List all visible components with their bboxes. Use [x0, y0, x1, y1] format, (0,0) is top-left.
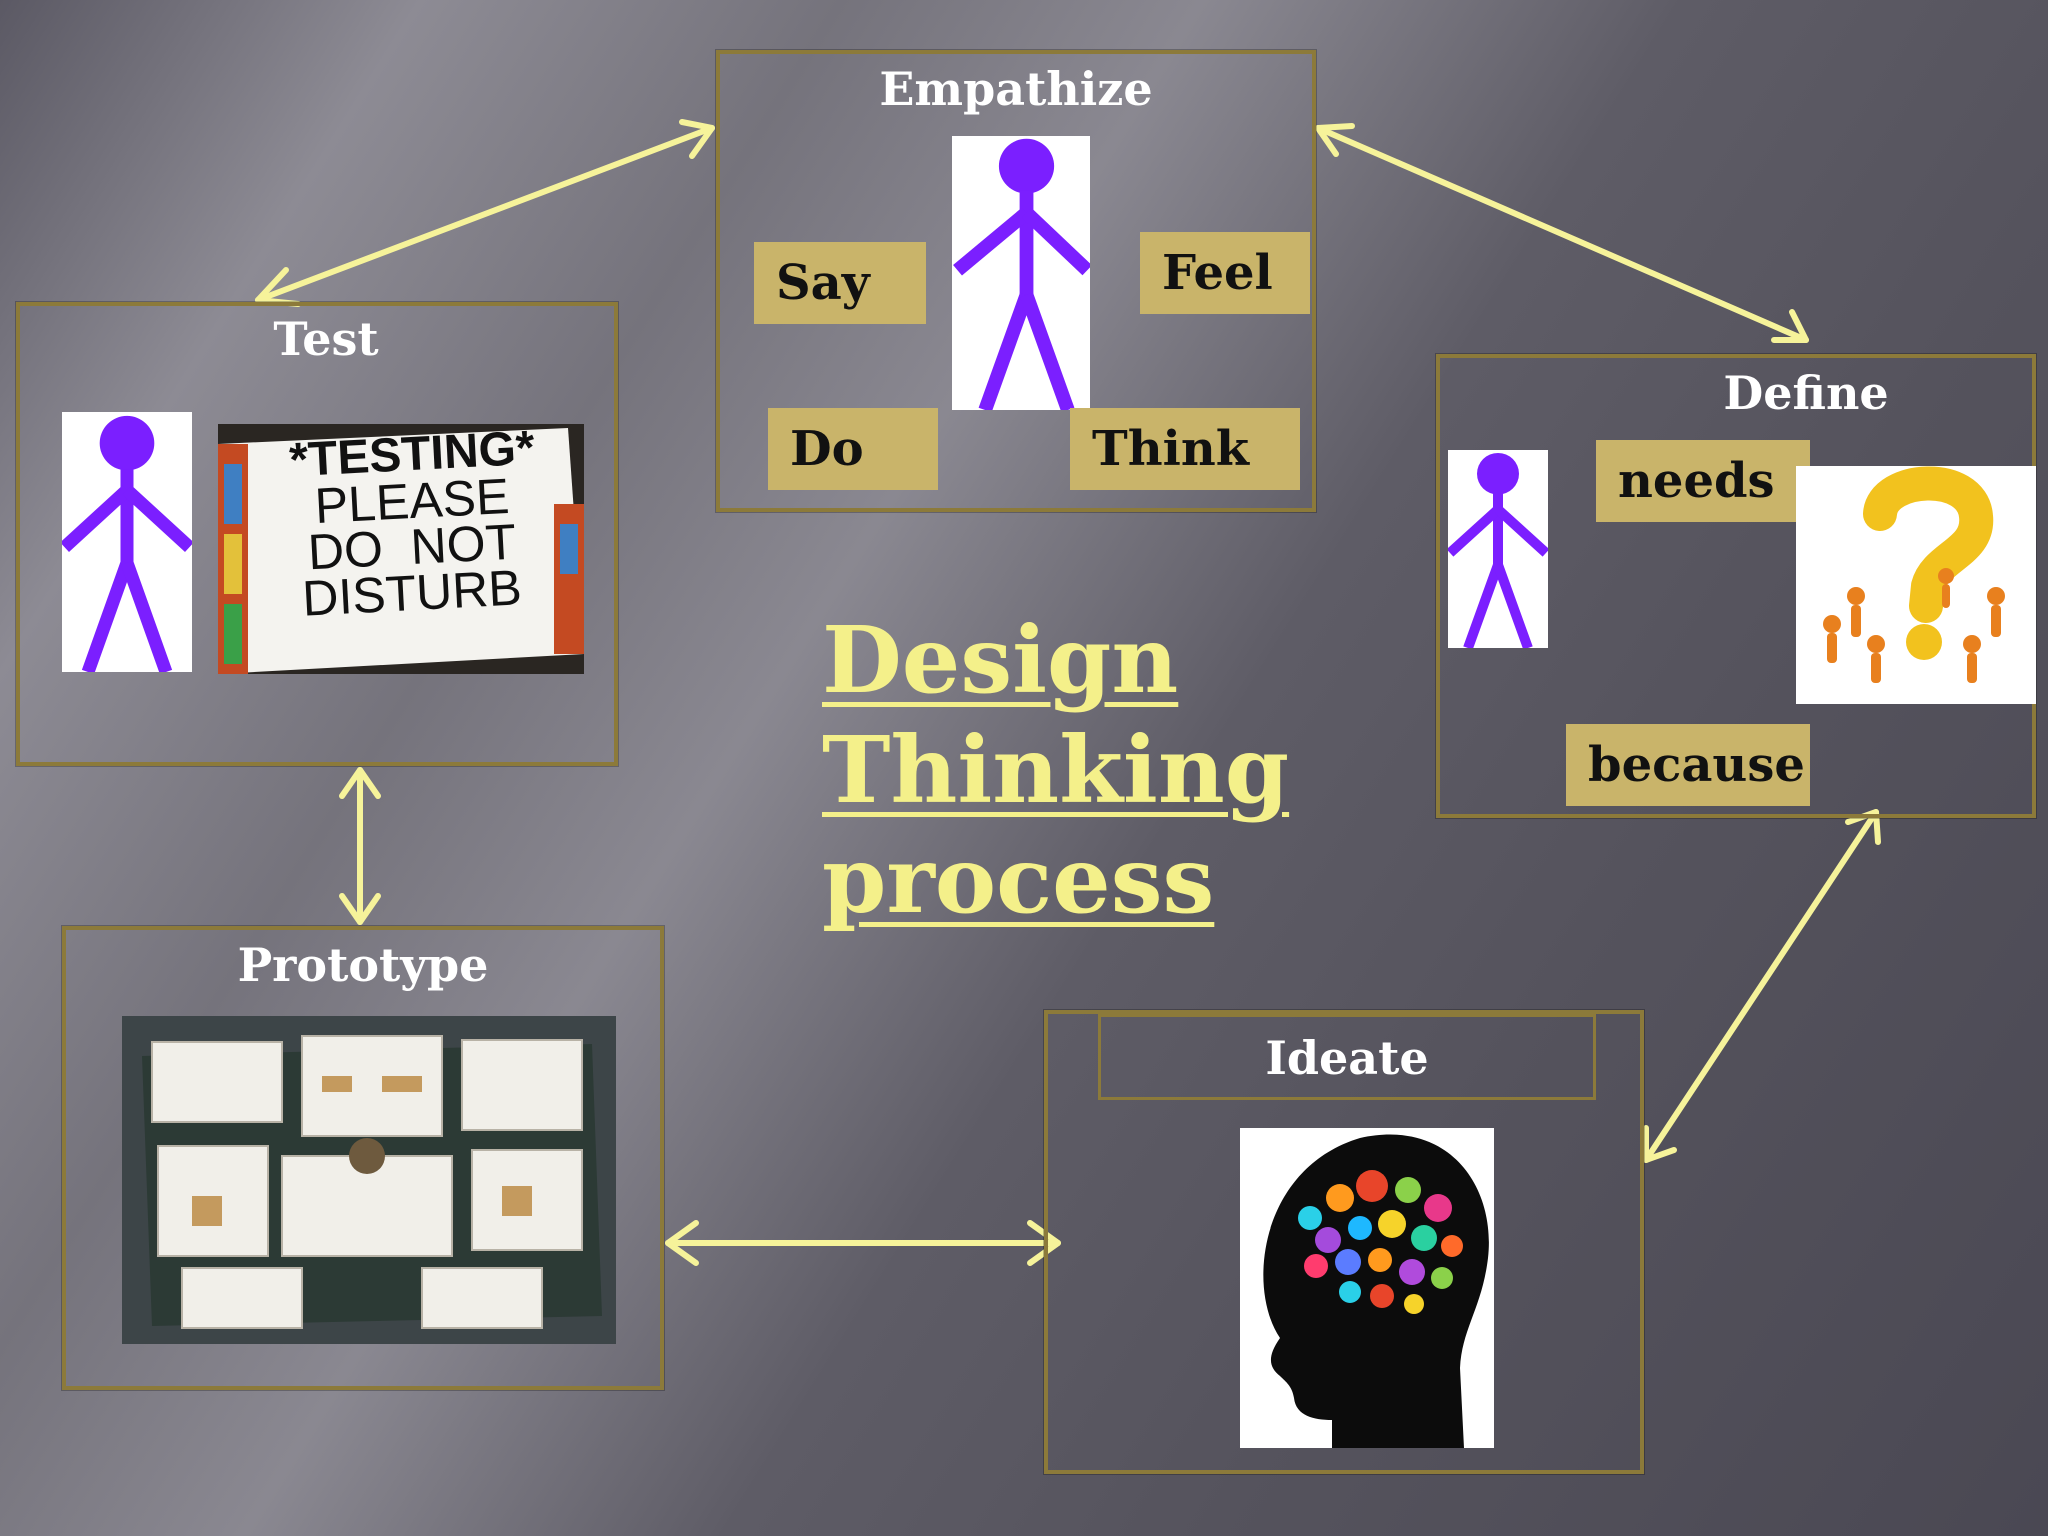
floor-plan-model-image [122, 1016, 616, 1344]
brain-ideas-head-image [1240, 1128, 1494, 1448]
test-title: Test [273, 312, 379, 366]
title-line-2: Thinking [822, 716, 1290, 824]
test-panel: Test [16, 302, 618, 766]
ideate-panel: Ideate [1044, 1010, 1644, 1474]
tag-feel: Feel [1140, 232, 1310, 314]
arrow-test-prototype [339, 767, 381, 925]
tag-say: Say [754, 242, 926, 324]
prototype-panel: Prototype [62, 926, 664, 1390]
testing-sign-photo: *TESTING* PLEASE DO NOT DISTURB [218, 424, 584, 674]
define-panel: Define needs [1436, 354, 2036, 818]
empathize-panel: Empathize Say Feel Do Think [716, 50, 1316, 512]
title-line-3: process [822, 826, 1215, 934]
arrow-test-empathize [255, 119, 715, 307]
tag-do: Do [768, 408, 938, 490]
tag-think: Think [1070, 408, 1300, 490]
question-mark-people-image [1796, 466, 2036, 704]
tag-needs: needs [1596, 440, 1810, 522]
define-title: Define [1723, 366, 1889, 420]
title-line-1: Design [822, 606, 1179, 714]
prototype-title: Prototype [237, 938, 489, 992]
diagram-title: Design Thinking process [822, 605, 1289, 935]
sign-text: *TESTING* PLEASE DO NOT DISTURB [262, 424, 562, 627]
ideate-title: Ideate [1265, 1031, 1429, 1085]
empathize-title: Empathize [879, 62, 1153, 116]
stick-figure-icon [62, 412, 192, 672]
ideate-title-box: Ideate [1098, 1014, 1596, 1100]
stick-figure-icon [1448, 450, 1548, 648]
arrow-prototype-ideate [665, 1220, 1061, 1266]
sign-line-4: DISTURB [300, 559, 524, 627]
stick-figure-icon [952, 136, 1090, 410]
arrow-define-ideate [1643, 809, 1881, 1163]
tag-because: because [1566, 724, 1810, 806]
arrow-empathize-define [1315, 123, 1809, 343]
